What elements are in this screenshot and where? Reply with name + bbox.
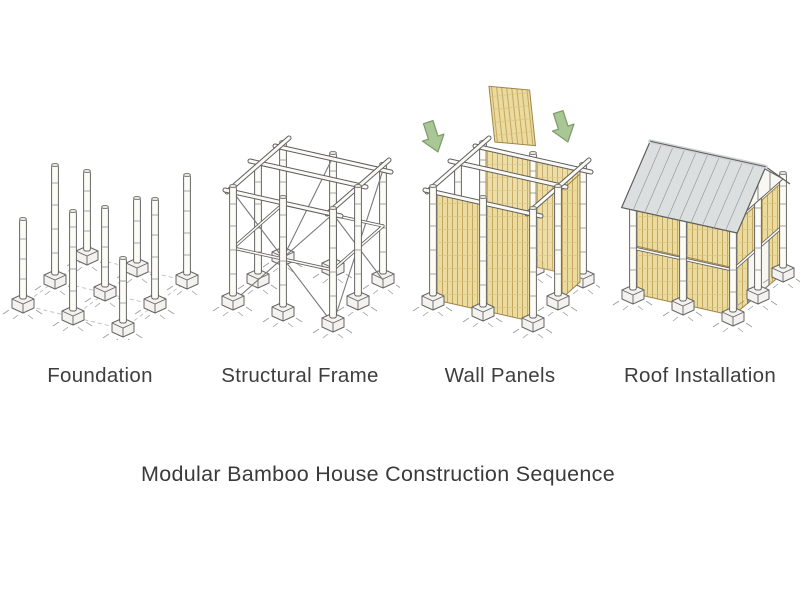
- floating-panel: [488, 85, 537, 147]
- roof: [621, 139, 791, 234]
- stage-label-structural-frame: Structural Frame: [221, 364, 379, 387]
- wall-panels-illustration: [400, 85, 600, 340]
- down-arrow-icon: [416, 118, 450, 156]
- roof-installation-art: [600, 58, 800, 340]
- stage-label-foundation: Foundation: [47, 364, 153, 387]
- stage-roof-installation: Roof Installation: [600, 58, 800, 388]
- wall-panels-art: [400, 58, 600, 340]
- stage-structural-frame: Structural Frame: [200, 58, 400, 388]
- stage-foundation: Foundation: [0, 58, 200, 388]
- roof-installation-illustration: [600, 139, 800, 340]
- foundation-illustration: [0, 80, 200, 340]
- foundation-art: [0, 58, 200, 340]
- down-arrow-icon: [546, 108, 580, 146]
- stage-label-roof-installation: Roof Installation: [623, 364, 777, 387]
- structural-frame-illustration: [200, 135, 400, 340]
- stage-label-wall-panels: Wall Panels: [444, 364, 556, 387]
- diagram-title: Modular Bamboo House Construction Sequen…: [141, 462, 615, 486]
- bamboo-posts: [3, 163, 200, 340]
- stage-wall-panels: Wall Panels: [400, 58, 600, 388]
- structural-frame-art: [200, 58, 400, 340]
- stages-row: Foundation: [0, 58, 800, 388]
- top-beams: [222, 135, 394, 219]
